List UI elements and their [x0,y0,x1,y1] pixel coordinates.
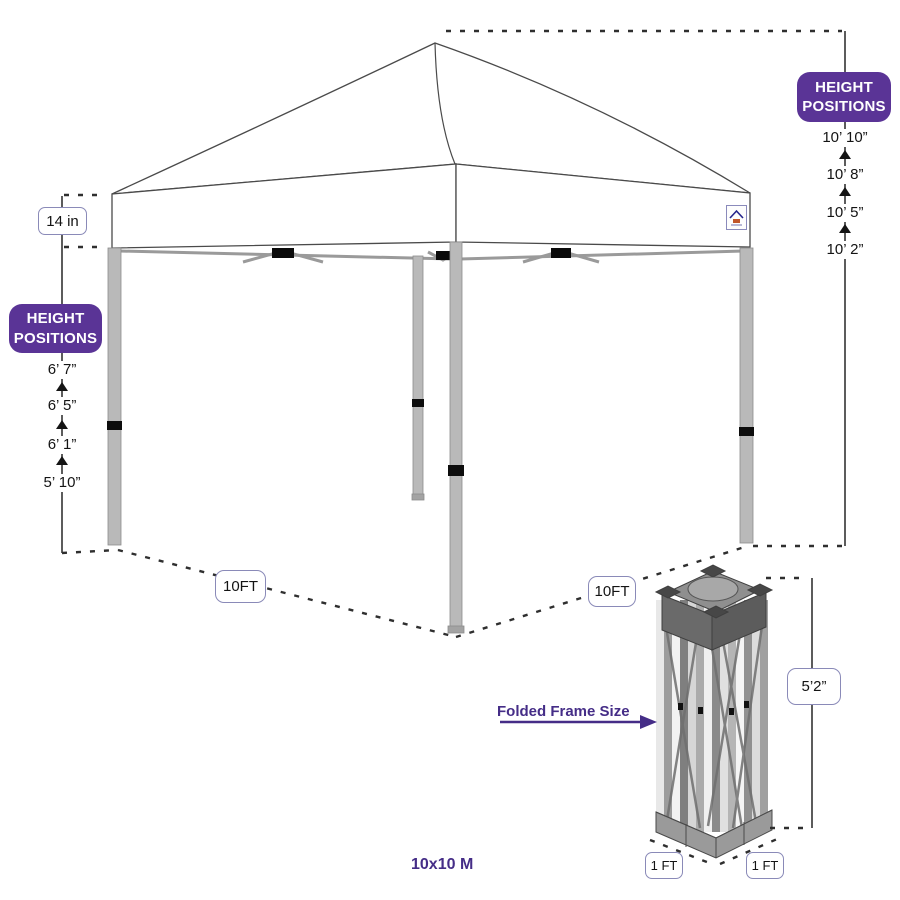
width-box: 10FT [215,570,266,603]
brand-logo-icon [726,205,747,230]
truss-straps [272,248,571,260]
folded-frame-arrow-icon [500,715,657,729]
folded-frame-illustration [649,564,813,866]
folded-frame-guides [649,576,808,866]
tent-leg-right [739,247,754,544]
leg-height-3: 6’ 1” [42,436,82,454]
leg-adjust-buttons [107,399,754,476]
badge-line2: POSITIONS [802,98,886,115]
valance-height-box: 14 in [38,207,87,235]
canopy-height-2: 10’ 8” [821,166,869,184]
tent-illustration [107,42,754,634]
folded-frame-size-label: Folded Frame Size [497,703,630,720]
tent-roof-seam [434,42,456,165]
leg-height-2: 6’ 5” [42,397,82,415]
badge-line1: HEIGHT [815,78,873,96]
folded-base-depth-box: 1 FT [746,852,784,879]
product-name-label: 10x10 M [411,856,474,873]
up-triangle-icon [56,420,68,429]
canopy-height-1: 10’ 10” [817,129,873,147]
height-positions-badge-legs: HEIGHT POSITIONS [9,304,102,353]
tent-leg-back [412,255,424,499]
badge-line2: POSITIONS [13,329,98,347]
tent-legs [107,241,754,634]
up-triangle-icon [839,187,851,196]
up-triangle-icon [56,456,68,465]
up-triangle-icon [839,150,851,159]
canopy-height-4: 10’ 2” [821,241,869,259]
up-triangle-icon [56,382,68,391]
folded-frame-base [655,809,773,859]
tent-trusses [119,249,745,264]
canopy-height-3: 10’ 5” [821,204,869,222]
folded-height-box: 5’2” [787,668,841,705]
tent-leg-left [107,247,122,546]
height-positions-badge-canopy: HEIGHT POSITIONS [797,72,891,122]
folded-base-width-box: 1 FT [645,852,683,879]
depth-box: 10FT [588,576,636,607]
tent-valance-right [455,163,751,248]
up-triangle-icon [839,224,851,233]
tent-leg-front [449,241,463,631]
folded-frame-cap [654,564,774,651]
leg-height-1: 6’ 7” [42,361,82,379]
badge-line1: HEIGHT [26,310,85,327]
folded-frame-poles [656,600,768,832]
leg-height-4: 5’ 10” [38,474,86,492]
dimension-guides [61,29,843,639]
